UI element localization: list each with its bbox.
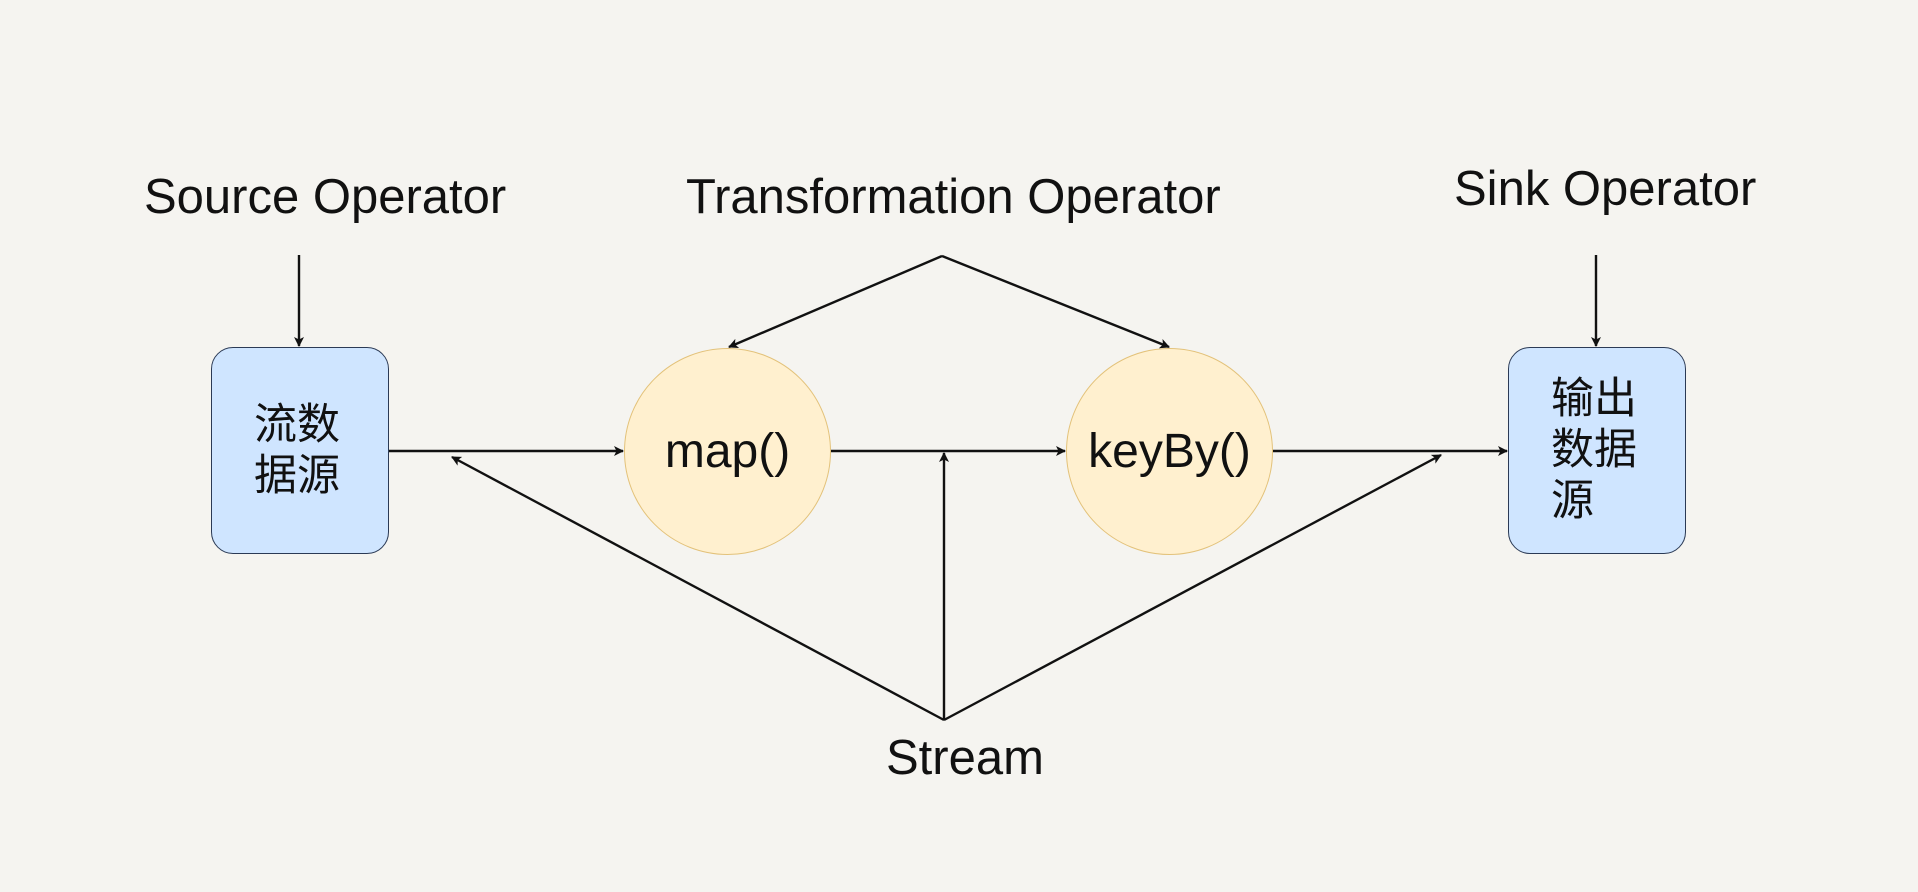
sink-node-text: 输出数据源 [1551,374,1637,526]
source-node: 流数据源 [211,347,389,554]
keyby-node: keyBy() [1066,348,1273,555]
source-node-text: 流数据源 [254,399,340,501]
keyby-node-text: keyBy() [1088,424,1251,478]
arrow-transform-label-to-map [728,254,943,349]
transformation-operator-label: Transformation Operator [686,170,1221,224]
source-operator-label: Source Operator [144,170,507,224]
map-node: map() [624,348,831,555]
sink-node: 输出数据源 [1508,347,1686,554]
map-node-text: map() [664,424,791,478]
stream-label: Stream [886,731,1044,785]
arrow-transform-label-to-keyby [941,254,1170,349]
sink-operator-label: Sink Operator [1454,162,1757,216]
arrow-stream-to-sink-link [943,453,1442,722]
arrow-stream-to-source-link [451,455,945,722]
